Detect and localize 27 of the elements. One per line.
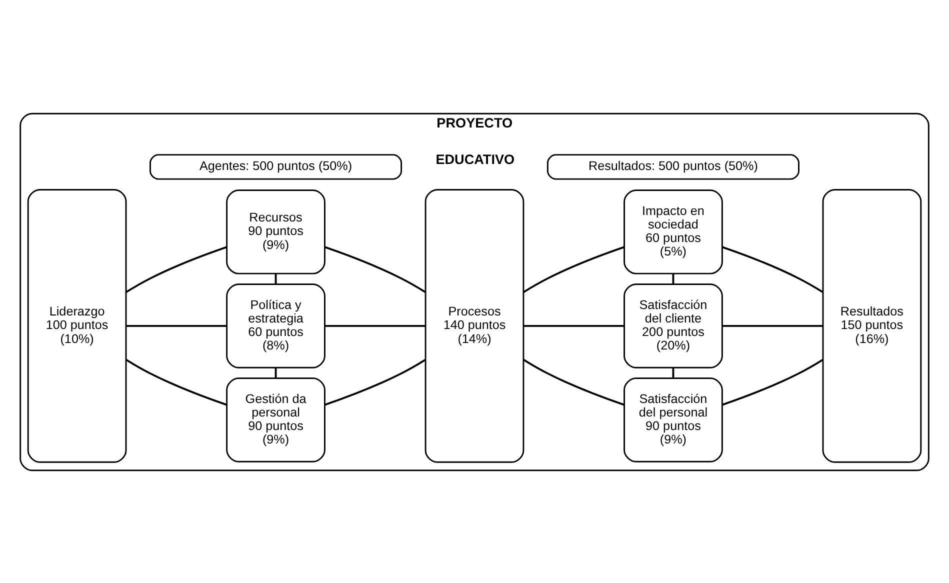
connector [722,246,824,293]
connector [274,367,277,378]
connector [524,324,624,326]
node-box: Política y estrategia 60 puntos (8%) [226,283,326,368]
connector [523,246,624,293]
node-box: Recursos 90 puntos (9%) [226,188,326,274]
node-box: Gestión da personal 90 puntos (9%) [226,377,326,462]
connector [722,324,823,326]
node-box: Resultados 150 puntos (16%) [822,188,922,462]
connector [126,358,228,406]
node-box: Impacto en sociedad 60 puntos (5%) [624,188,723,274]
connector [126,246,228,293]
connector [672,273,674,284]
connector [324,324,426,326]
connector [672,367,674,378]
node-box: Satisfacción del cliente 200 puntos (20%) [624,283,723,368]
node-box: Resultados: 500 puntos (50%) [546,154,800,180]
node-box: Satisfacción del personal 90 puntos (9%) [624,377,723,462]
connector [126,324,226,326]
connector [523,358,624,406]
connector [722,358,824,406]
node-box: Agentes: 500 puntos (50%) [150,154,402,180]
node-box: Procesos 140 puntos (14%) [424,188,524,462]
connector [324,246,426,293]
node-box: Liderazgo 100 puntos (10%) [27,188,127,462]
connector [274,273,277,284]
connector [324,358,426,406]
